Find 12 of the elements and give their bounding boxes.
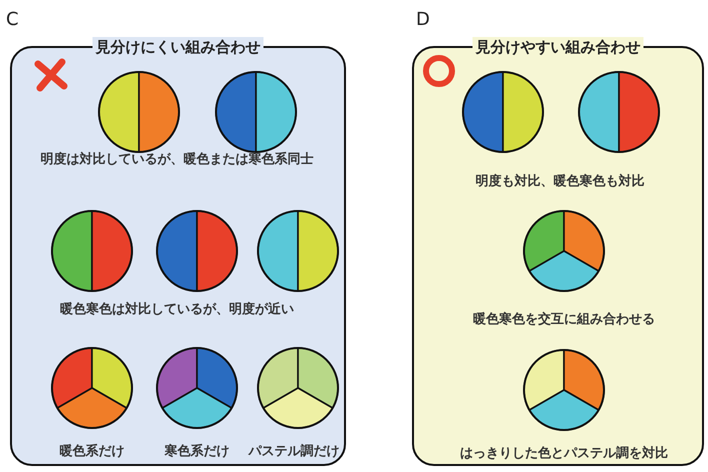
panel-letter: D bbox=[416, 10, 430, 30]
caption-text: はっきりした色とパステル調を対比 bbox=[460, 446, 668, 462]
panel-heading: 見分けやすい組み合わせ bbox=[472, 37, 644, 57]
panel-heading: 見分けにくい組み合わせ bbox=[92, 37, 264, 57]
caption-text: 暖色寒色は対比しているが、明度が近い bbox=[60, 302, 294, 318]
caption-text: 明度も対比、暖色寒色も対比 bbox=[476, 174, 644, 190]
caption-text: 寒色系だけ bbox=[164, 444, 230, 460]
caption-text: 暖色寒色を交互に組み合わせる bbox=[473, 312, 655, 328]
caption-text: パステル調だけ bbox=[248, 444, 340, 460]
caption-text: 明度は対比しているが、暖色または寒色系同士 bbox=[40, 152, 314, 168]
caption-text: 暖色系だけ bbox=[60, 444, 124, 460]
panel-letter: C bbox=[6, 10, 19, 30]
